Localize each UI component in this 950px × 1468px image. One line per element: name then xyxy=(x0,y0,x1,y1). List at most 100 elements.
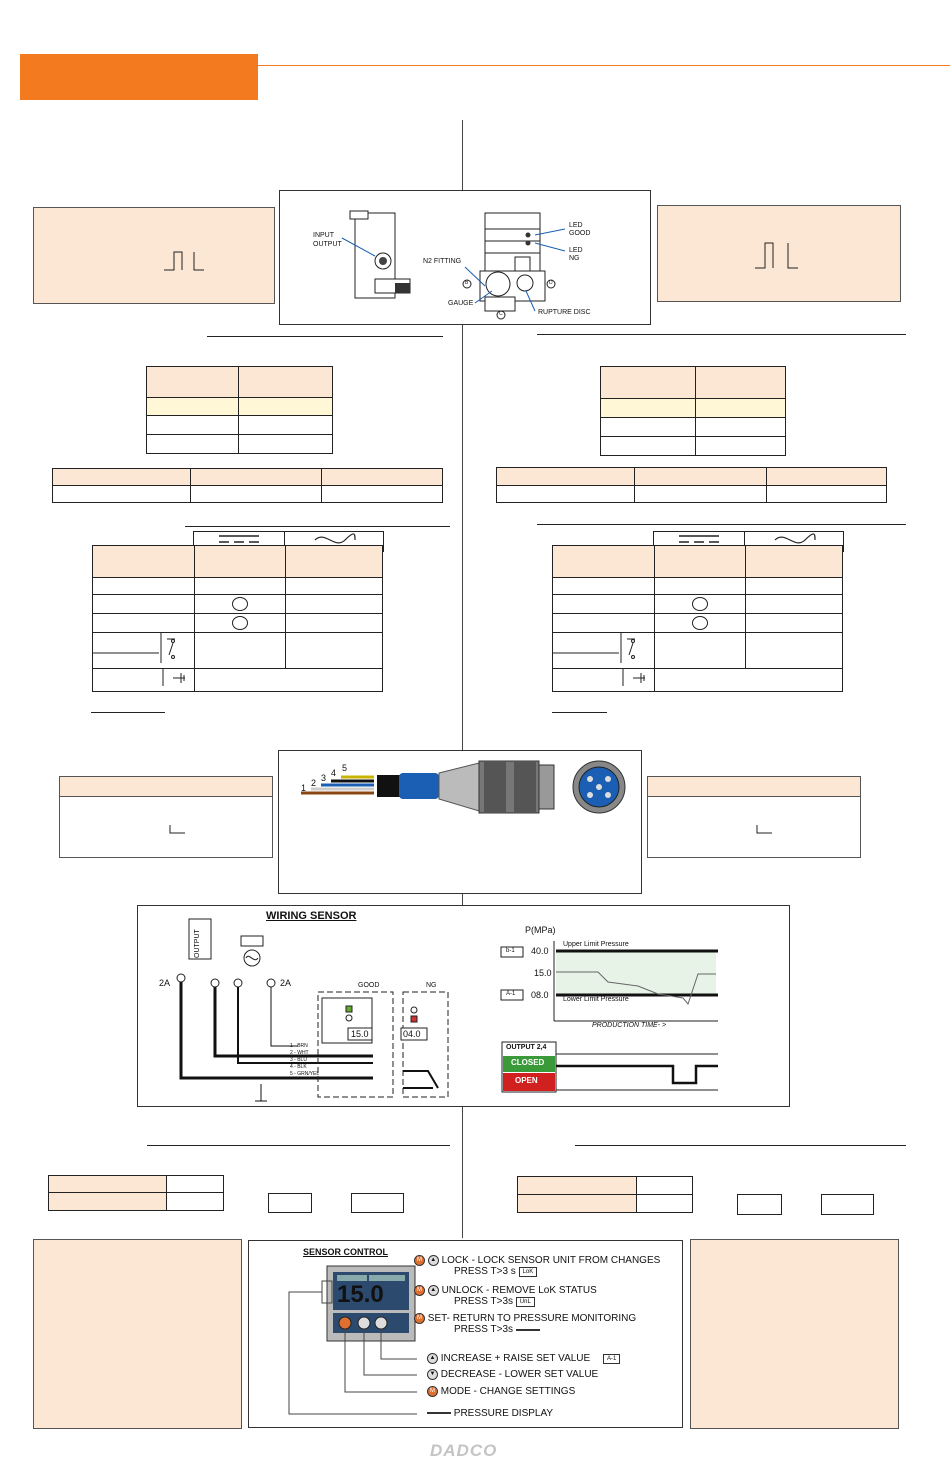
control-line-increase: ▲ INCREASE + RAISE SET VALUE A-1 xyxy=(427,1353,621,1364)
value-box xyxy=(737,1194,782,1215)
chart-tag-top: b-1 xyxy=(506,948,515,954)
section-rule xyxy=(207,336,443,337)
note-underline xyxy=(552,712,607,713)
pin-label: 1 xyxy=(301,783,307,793)
value-box xyxy=(821,1194,874,1215)
section-rule xyxy=(537,524,906,525)
switch-contact-icon xyxy=(93,633,175,663)
pin-circle-icon xyxy=(692,615,708,630)
electrical-table-left xyxy=(92,545,383,692)
chart-tick: 15.0 xyxy=(534,968,552,978)
pressure-table-right xyxy=(600,366,786,456)
sensor-display: 15.0 xyxy=(337,1281,384,1308)
dc-icon xyxy=(219,535,259,543)
note-box-bottom-left xyxy=(33,1239,242,1429)
output-header: OUTPUT 2,4 xyxy=(506,1044,547,1051)
pin-label: 4 xyxy=(331,768,337,778)
cable-connector-drawing xyxy=(301,760,626,814)
mode-button-icon: M xyxy=(414,1313,425,1324)
dadco-logo: DADCO xyxy=(430,1441,498,1460)
pressure-display-icon xyxy=(515,1328,540,1331)
sensor-control-drawing xyxy=(288,1265,417,1415)
switch-contact-icon xyxy=(553,633,635,663)
wire-label: 4 - BLK xyxy=(290,1064,307,1070)
section-rule xyxy=(537,334,906,335)
header-tab xyxy=(20,54,258,100)
ng-label: NG xyxy=(426,982,437,989)
control-line-lock: M ▲ LOCK - LOCK SENSOR UNIT FROM CHANGES… xyxy=(414,1255,660,1277)
ground-icon xyxy=(162,669,185,686)
ac-icon xyxy=(774,533,816,544)
fuse-label-right: 2A xyxy=(280,978,292,988)
connector-note-left xyxy=(59,776,273,858)
setting-table-left xyxy=(48,1175,224,1211)
value-box xyxy=(351,1193,404,1213)
control-line-set: M SET- RETURN TO PRESSURE MONITORING PRE… xyxy=(414,1313,636,1335)
pin-circle-icon xyxy=(692,596,708,611)
control-line-unlock: M ▲ UNLOCK - REMOVE LoK STATUS PRESS T>3… xyxy=(414,1285,597,1307)
wire-label: 1 - BRN xyxy=(290,1043,308,1049)
wire-label: 5 - GRN/YEL xyxy=(290,1071,320,1077)
wiring-figure: WIRING SENSOR OUTPUT 2A 2A GOOD NG 15.0 … xyxy=(137,905,790,1107)
section-rule xyxy=(185,526,450,527)
spec-table-left xyxy=(52,468,443,503)
electrical-table-right xyxy=(552,545,843,692)
dc-icon xyxy=(679,535,719,543)
spec-table-right xyxy=(496,467,887,503)
wire-label: 2 - WHT xyxy=(290,1050,309,1056)
section-rule xyxy=(575,1145,906,1146)
pin-circle-icon xyxy=(232,596,248,611)
ground-icon xyxy=(622,669,645,686)
wiring-title: WIRING SENSOR xyxy=(266,910,357,922)
setting-table-right xyxy=(517,1176,693,1213)
label-n2-fitting: N2 FITTING xyxy=(423,258,462,265)
chart-xlabel: PRODUCTION TIME- > xyxy=(592,1022,667,1029)
label-rupture-disc: RUPTURE DISC xyxy=(538,309,591,316)
label-led-good: LED GOOD xyxy=(569,222,591,237)
pulse-icon xyxy=(755,242,798,269)
corner-mark xyxy=(756,825,772,834)
pulse-icon xyxy=(164,251,204,271)
control-line-mode: M MODE - CHANGE SETTINGS xyxy=(427,1386,575,1397)
up-button-icon: ▲ xyxy=(427,1255,439,1266)
pressure-display-icon xyxy=(427,1412,451,1415)
closed-label: CLOSED xyxy=(511,1058,545,1067)
note-box-right xyxy=(657,205,901,302)
wiring-diagram xyxy=(176,918,718,1102)
down-button-icon: ▼ xyxy=(427,1369,438,1380)
label-gauge: GAUGE xyxy=(448,300,474,307)
label-input-output: INPUT OUTPUT xyxy=(313,232,342,248)
ac-icon xyxy=(314,533,356,544)
mode-button-icon: M xyxy=(427,1386,438,1397)
control-line-decrease: ▼ DECREASE - LOWER SET VALUE xyxy=(427,1369,598,1380)
mode-button-icon: M xyxy=(414,1255,425,1266)
header-rule xyxy=(258,65,950,66)
good-label: GOOD xyxy=(358,982,380,989)
value-box xyxy=(268,1193,312,1213)
pin-label: 2 xyxy=(311,778,317,788)
chart-tick: 40.0 xyxy=(531,946,549,956)
lower-limit-label: Lower Limit Pressure xyxy=(563,996,629,1003)
marker-c: C xyxy=(499,311,503,317)
up-button-icon: ▲ xyxy=(427,1353,438,1364)
sensor-control-title: SENSOR CONTROL xyxy=(303,1247,389,1257)
upper-limit-label: Upper Limit Pressure xyxy=(563,941,629,948)
section-rule xyxy=(147,1145,450,1146)
chart-ylabel: P(MPa) xyxy=(525,925,556,935)
good-display: 15.0 xyxy=(351,1029,369,1039)
note-underline xyxy=(91,712,165,713)
label-led-ng: LED NG xyxy=(569,247,583,262)
pin-label: 5 xyxy=(342,763,348,773)
chart-tick: 08.0 xyxy=(531,990,549,1000)
pressure-table-left xyxy=(146,366,333,454)
up-button-icon: ▲ xyxy=(427,1285,439,1296)
sensor-unit-drawing xyxy=(341,210,566,320)
connector-note-right xyxy=(647,776,861,858)
output-label: OUTPUT xyxy=(194,929,201,958)
note-box-left xyxy=(33,207,275,304)
pin-circle-icon xyxy=(232,615,248,630)
open-label: OPEN xyxy=(515,1076,538,1085)
pin-label: 3 xyxy=(321,773,327,783)
note-box-bottom-right xyxy=(690,1239,899,1429)
sensor-unit-figure: INPUT OUTPUT N2 FITTING GAUGE RUPTURE DI… xyxy=(279,190,651,325)
